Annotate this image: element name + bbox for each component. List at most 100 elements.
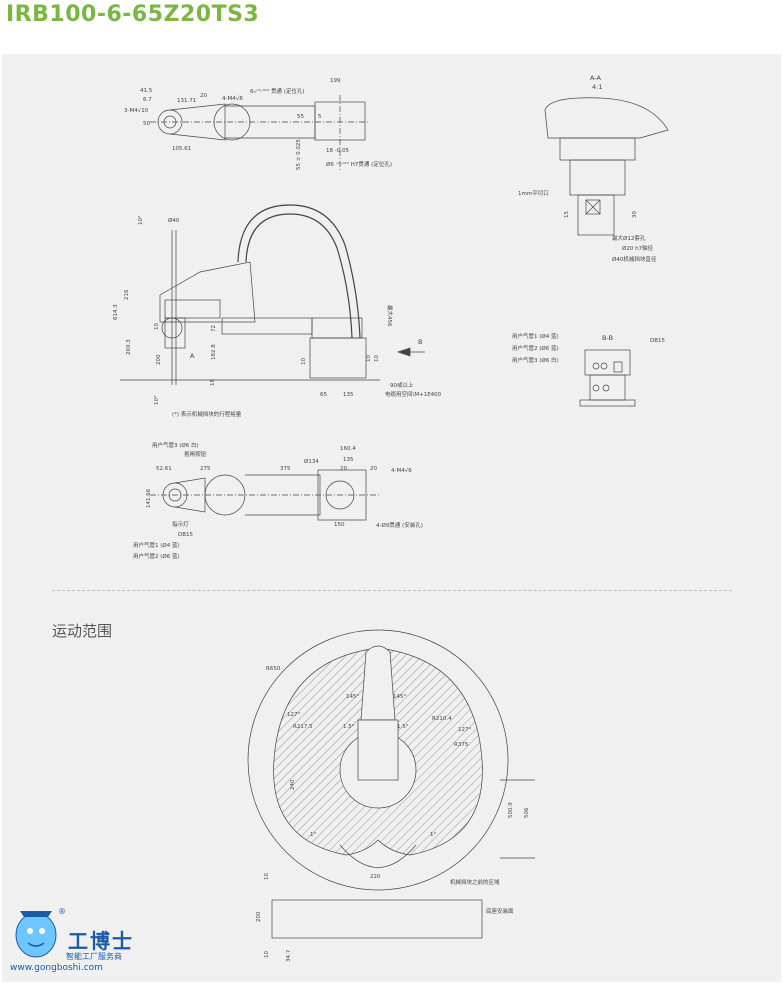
dim-label: 20 (200, 93, 207, 99)
dim-label: 4-Ø9贯通 (安装孔) (376, 521, 423, 529)
bb-item: 用户气管3 (Ø6 白) (512, 356, 559, 364)
brand-logo: 工博士 ® 智能工厂服务商 www.gongboshi.com (8, 905, 148, 975)
dim-label: 506 (524, 807, 530, 818)
aa-scale: 4:1 (592, 83, 602, 91)
dim-label: 1.5° (397, 724, 409, 730)
brand-name: 工博士 (68, 929, 134, 953)
dim-label: 50 (143, 121, 150, 127)
aa-label: A-A (590, 74, 602, 82)
dim-label: 200 (256, 911, 262, 922)
range-label: 底座安装面 (486, 907, 514, 915)
aa-note: Ø40机械挡块直径 (612, 255, 657, 263)
dim-label: 10° (154, 395, 160, 405)
aa-view-text: A-A 4:1 1mm平切口 最大Ø12套孔 Ø20 h7轴径 Ø40机械挡块直… (518, 74, 657, 263)
dim-label: 141.66 (146, 488, 152, 508)
bottom-label: 指示灯 (172, 520, 189, 528)
section-divider (52, 590, 732, 591)
side-footnote: (*) 表示机械挡块的行程裕量 (172, 410, 242, 418)
dim-label: 1° (430, 832, 436, 838)
dim-label: 52.61 (156, 466, 172, 472)
dim-label: 30 (632, 211, 638, 218)
dim-label: 20 (340, 466, 347, 472)
dim-label: 200 (156, 354, 162, 365)
bb-item: 用户气管1 (Ø4 蓝) (512, 332, 559, 340)
section-title: 运动范围 (52, 622, 113, 640)
side-note: 电缆用空间\M+1E400 (385, 390, 442, 398)
dim-label: 3-M4√10 (124, 107, 149, 114)
bottom-label: 抱闸按钮 (184, 450, 207, 458)
dim-label: 10 (301, 358, 307, 365)
aa-note: 最大Ø12套孔 (612, 234, 646, 242)
dim-label: 131.71 (177, 98, 196, 104)
dim-label: R210.4 (432, 716, 452, 722)
dim-label: 55 ± 0.025 (296, 139, 302, 170)
dim-label: 4-M4√6 (391, 467, 412, 474)
aa-note: Ø20 h7轴径 (622, 244, 654, 252)
side-view (120, 204, 425, 385)
dim-label: 10 (154, 323, 160, 330)
dim-label: 216 (124, 289, 130, 300)
dim-label: 10 (264, 951, 270, 958)
dim-label: 199 (330, 78, 341, 84)
section-marker: A (190, 352, 195, 360)
bb-label: B-B (602, 334, 613, 342)
dim-label: Ø40 (168, 217, 180, 224)
dim-label: 127° (458, 727, 471, 733)
range-view (247, 629, 535, 939)
dim-label: 55 (297, 114, 304, 120)
dim-label: Ø134 (304, 458, 319, 465)
dim-label: 375 (280, 466, 291, 472)
side-view-text: 10° Ø40 216 614.3 269.3 200 10 182.8 72 … (113, 215, 442, 418)
dim-label: 10 (366, 355, 372, 362)
dim-label: 5 (318, 114, 322, 120)
dim-label: 10 (374, 355, 380, 362)
bb-view (579, 349, 636, 407)
dim-label: 4-M4√8 (222, 95, 243, 102)
dim-label: 10 (264, 873, 270, 880)
dim-label: 160.4 (340, 446, 356, 452)
dim-label: 127° (287, 712, 300, 718)
dim-label: 182.8 (211, 344, 217, 360)
dim-label: 1° (310, 832, 316, 838)
bottom-label: 用户气管3 (Ø6 白) (152, 441, 199, 449)
registered-mark: ® (58, 907, 66, 916)
aa-view (544, 97, 669, 236)
dim-label: 1.5° (343, 724, 355, 730)
bb-view-text: B-B 用户气管1 (Ø4 蓝) 用户气管2 (Ø6 蓝) 用户气管3 (Ø6 … (512, 332, 666, 364)
dim-label: 72 (211, 325, 217, 332)
dim-label: 15 (564, 211, 570, 218)
dim-label: R217.5 (293, 724, 313, 730)
dim-label: 135 (343, 392, 354, 398)
bb-item: DB15 (650, 338, 666, 344)
dim-label: R650 (266, 666, 281, 672)
page-title: IRB100-6-65Z20TS3 (6, 2, 260, 27)
bottom-label: DB15 (178, 532, 194, 538)
dim-label: 41.5 (140, 88, 153, 94)
mascot-icon (15, 911, 57, 958)
dim-label: 18 -0.05 (326, 148, 349, 154)
section-marker: B (418, 338, 422, 346)
bottom-view-text: 160.4 135 20 20 Ø134 52.61 275 375 4-M4√… (133, 441, 423, 560)
dim-label: 最大456 (386, 305, 394, 327)
side-note: 90或以上 (390, 381, 414, 389)
bb-item: 用户气管2 (Ø6 蓝) (512, 344, 559, 352)
dim-label: 18 (210, 379, 216, 386)
dim-label: 135 (343, 457, 354, 463)
bottom-label: 用户气管1 (Ø4 蓝) (133, 541, 180, 549)
dim-label: 34.7 (286, 949, 292, 962)
top-view-dims: 41.5 6.7 3-M4√10 131.71 20 4-M4√8 6₀⁺⁰·⁰… (124, 78, 392, 170)
dim-label: 65 (320, 392, 327, 398)
range-view-text: R650 145° 145° 127° R217.5 1.5° 1.5° R21… (256, 666, 530, 962)
dim-label: 10° (138, 215, 144, 225)
bottom-view (150, 469, 380, 521)
dim-label: 240 (290, 779, 296, 790)
dim-label: 145° (393, 694, 406, 700)
dim-label: 145° (346, 694, 359, 700)
dim-label: Ø6 ⁺⁰·⁰¹² H7贯通 (定位孔) (326, 160, 392, 168)
dim-label: 500.9 (508, 802, 514, 818)
dim-label: 220 (370, 874, 381, 880)
dim-label: 150 (334, 522, 345, 528)
dim-label: 105.61 (172, 146, 191, 152)
dim-label: 269.3 (126, 339, 132, 355)
